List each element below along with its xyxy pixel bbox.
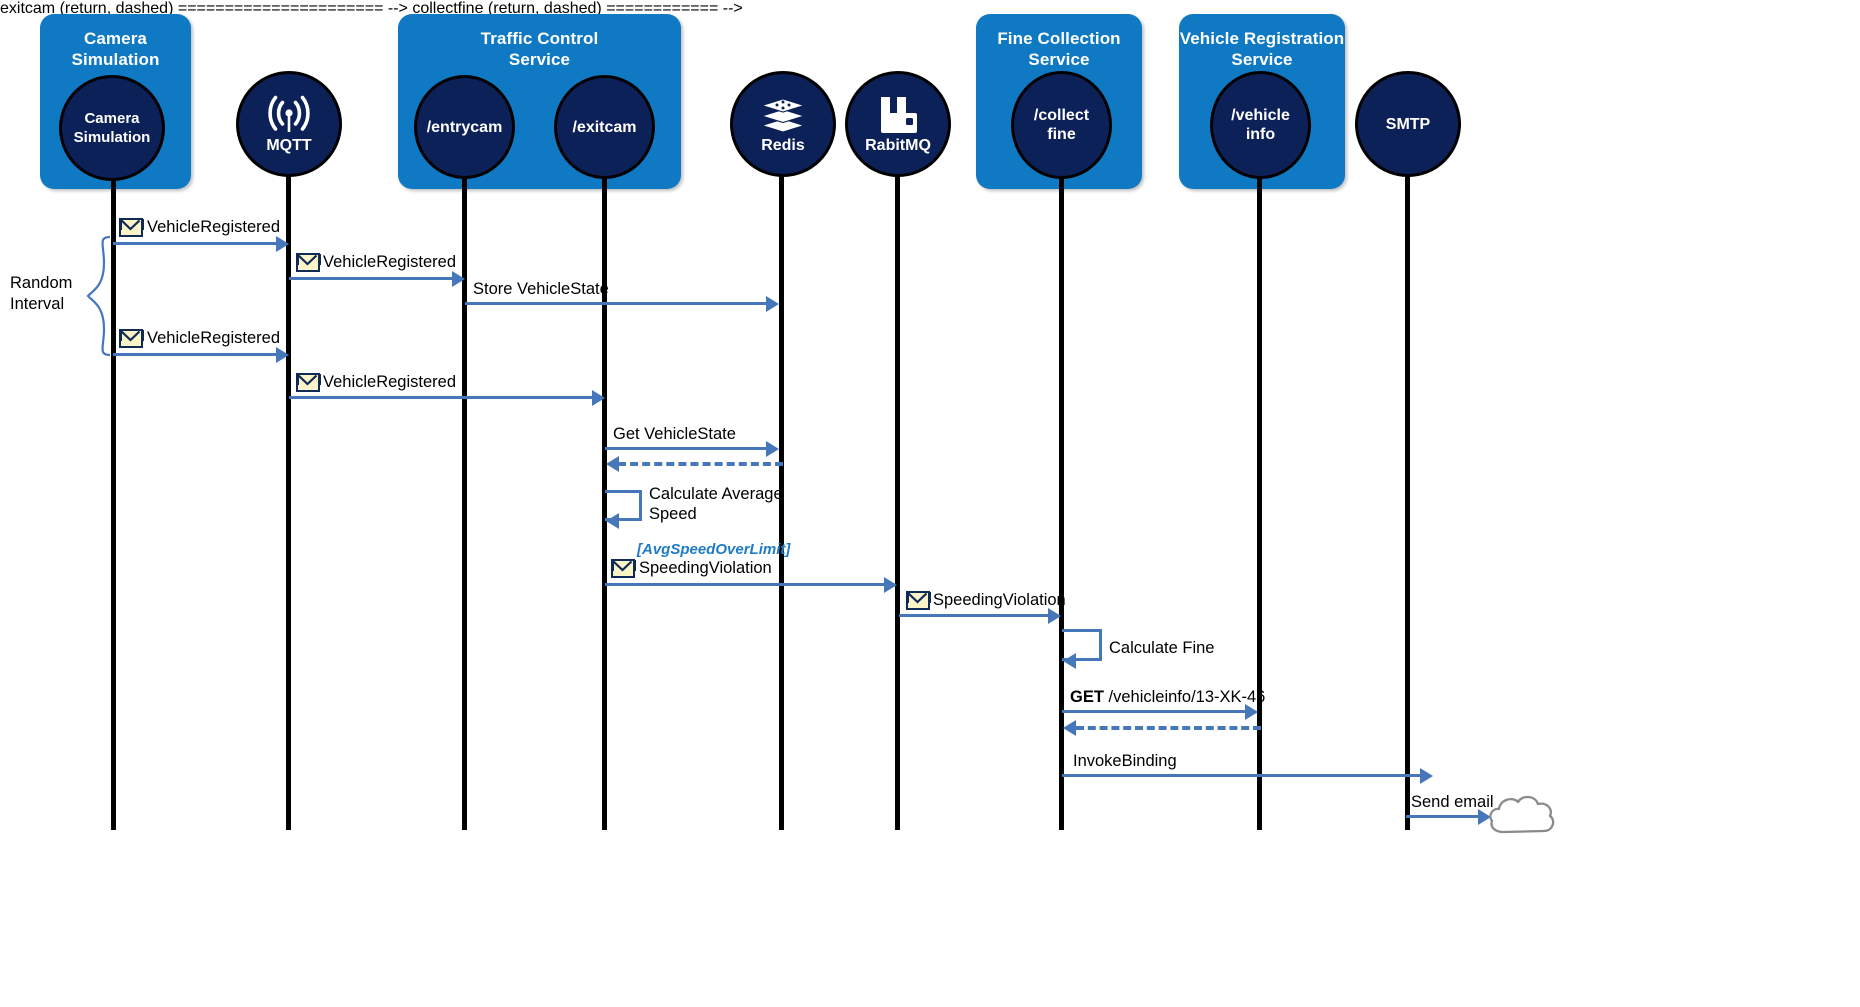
node-label-entrycam: /entrycam [426,118,503,136]
random-interval-brace [84,235,112,362]
message-label-m4: VehicleRegistered [147,329,280,347]
lifeline-collectfine [1059,170,1064,830]
lifeline-exitcam [602,170,607,830]
self-call-box-m8 [605,490,642,521]
message-line-m7 [618,462,783,466]
envelope-icon-m9 [611,559,635,578]
message-line-m14 [1062,774,1422,777]
message-label-m15: Send email [1411,793,1494,811]
email-cloud-icon [1487,790,1557,845]
lifeline-redis [779,165,784,830]
message-label-m1: VehicleRegistered [147,218,280,236]
node-label-collectfine: /collect fine [1033,107,1090,143]
message-line-m5 [289,396,595,399]
message-label-m11: Calculate Fine [1109,639,1215,657]
node-vehicleinfo[interactable]: /vehicle info [1210,71,1311,179]
message-line-m2 [289,277,455,280]
message-guard-m9: [AvgSpeedOverLimit] [637,541,791,558]
node-label-smtp: SMTP [1385,115,1431,133]
service-title-traffic-control: Traffic Control Service [480,29,599,69]
lifeline-camera-simulation [111,170,116,830]
node-collectfine[interactable]: /collect fine [1011,71,1112,179]
envelope-icon-m10 [906,591,930,610]
node-mqtt[interactable]: MQTT [236,71,342,177]
node-entrycam[interactable]: /entrycam [414,75,515,179]
message-line-m15 [1406,815,1481,818]
message-arrowhead-m7 [606,456,619,472]
message-path-m12: /vehicleinfo/13-XK-46 [1108,688,1266,706]
service-title-vehicle-registration: Vehicle Registration Service [1179,29,1345,69]
message-arrowhead-m6 [766,441,779,457]
message-label-m14: InvokeBinding [1073,752,1177,770]
message-arrowhead-m5 [592,390,605,406]
lifeline-entrycam [462,170,467,830]
message-line-m10 [899,614,1051,617]
message-line-m9 [605,583,886,586]
message-label-m12: GET /vehicleinfo/13-XK-46 [1070,687,1265,707]
lifeline-vehicleinfo [1257,170,1262,830]
message-label-m8: Calculate Average Speed [649,485,783,523]
node-smtp[interactable]: SMTP [1355,71,1461,177]
message-arrowhead-m10 [1048,608,1061,624]
service-title-fine-collection: Fine Collection Service [997,29,1121,69]
message-arrowhead-m1 [276,236,289,252]
message-arrowhead-m11 [1063,653,1076,669]
message-line-m4 [113,353,279,356]
redis-stack-icon [758,94,808,134]
lifeline-rabitmq [895,165,900,830]
message-label-m10: SpeedingViolation [933,591,1066,609]
envelope-icon-m5 [296,373,320,392]
node-label-vehicleinfo: /vehicle info [1231,107,1290,143]
node-label-redis: Redis [761,136,805,154]
envelope-icon-m4 [119,329,143,348]
node-rabitmq[interactable]: RabitMQ [845,71,951,177]
message-line-m3 [465,302,768,305]
message-arrowhead-m15 [1478,809,1491,825]
message-line-m6 [605,447,770,450]
message-arrowhead-m2 [452,271,465,287]
message-label-m3: Store VehicleState [473,280,609,298]
message-arrowhead-m9 [884,577,897,593]
lifeline-smtp [1405,165,1410,830]
message-method-m12: GET [1070,688,1104,706]
node-label-camera-simulation: Camera Simulation [73,110,151,146]
envelope-icon-m2 [296,253,320,272]
message-arrowhead-m8 [606,513,619,529]
service-title-camera-simulation: Camera Simulation [71,29,160,69]
message-arrowhead-m14 [1420,768,1433,784]
message-line-m12 [1062,710,1248,713]
message-arrowhead-m13 [1063,720,1076,736]
message-line-m1 [113,242,279,245]
message-label-m2: VehicleRegistered [323,253,456,271]
message-label-m5: VehicleRegistered [323,373,456,391]
message-line-m13 [1076,726,1261,730]
lifeline-mqtt [286,165,291,830]
random-interval-label: Random Interval [10,274,73,313]
node-label-mqtt: MQTT [266,136,312,154]
antenna-icon [262,94,316,134]
node-label-rabitmq: RabitMQ [865,136,931,154]
message-arrowhead-m12 [1245,704,1258,720]
node-redis[interactable]: Redis [730,71,836,177]
message-arrowhead-m4 [276,347,289,363]
node-camera-simulation[interactable]: Camera Simulation [59,75,165,181]
message-arrowhead-m3 [766,296,779,312]
node-label-exitcam: /exitcam [572,118,637,136]
self-call-box-m11 [1062,629,1102,661]
rabbitmq-icon [877,94,919,134]
envelope-icon-m1 [119,218,143,237]
message-label-m6: Get VehicleState [613,425,736,443]
node-exitcam[interactable]: /exitcam [554,75,655,179]
message-label-m9: SpeedingViolation [639,559,772,577]
